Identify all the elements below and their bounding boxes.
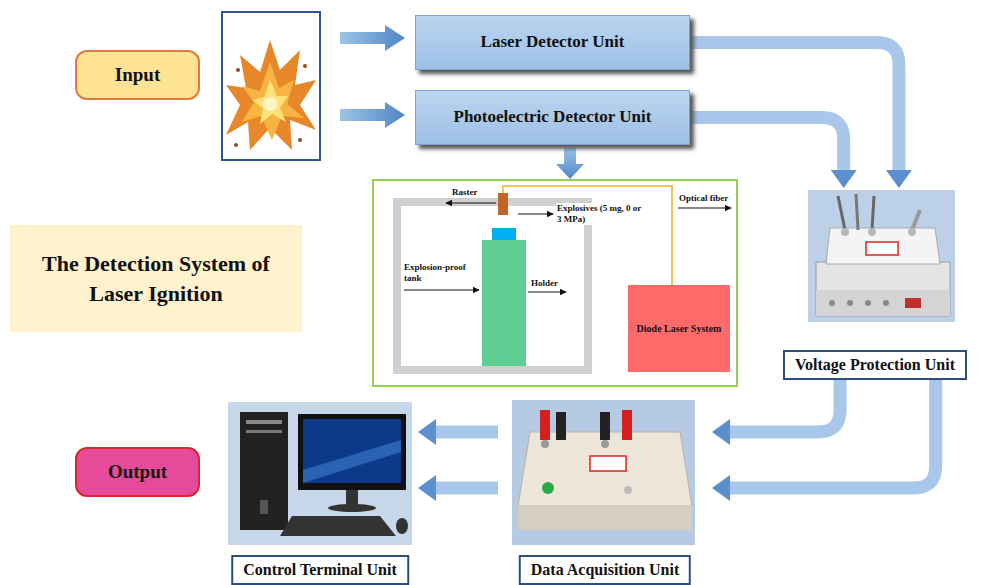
title-text: The Detection System of Laser Ignition: [41, 249, 271, 309]
computer-photo: [228, 402, 412, 545]
part-label: Raster: [452, 187, 478, 198]
arrow-body: [434, 482, 498, 495]
box-text: Diode Laser System: [637, 323, 722, 335]
flow-arrow: [690, 118, 857, 189]
arrow-head: [886, 170, 912, 188]
unit-photo-node: Data Acquisition Unit: [498, 398, 712, 585]
arrow-head: [712, 475, 730, 501]
unit-label: Control Terminal Unit: [231, 555, 409, 585]
part-label: Explosives (5 mg, 0 or 3 MPa): [556, 203, 648, 225]
unit-label-text: Voltage Protection Unit: [795, 354, 955, 376]
explosion-picture: [222, 12, 320, 160]
arrow-head: [418, 475, 436, 501]
arrow-body: [434, 426, 498, 439]
flow-arrow: [690, 43, 912, 189]
arrow-body: [690, 43, 899, 173]
arrow-head: [831, 170, 857, 188]
arrow-body: [728, 380, 936, 488]
part-label: Optical fiber: [679, 193, 728, 204]
box-text: Output: [108, 461, 167, 484]
arrow-body: [690, 118, 844, 173]
data-acquisition-photo: [512, 400, 695, 545]
arrow-head: [418, 419, 436, 445]
part-label: Explosion-proof tank: [404, 262, 480, 284]
unit-box: Laser Detector Unit: [415, 15, 690, 70]
unit-label: Data Acquisition Unit: [519, 555, 691, 585]
unit-photo-node: Voltage Protection Unit: [783, 188, 967, 380]
part-label: Holder: [531, 278, 558, 289]
arrow-body: [728, 380, 840, 432]
flow-arrow: [712, 380, 840, 445]
arrow-head: [712, 419, 730, 445]
unit-box: Photoelectric Detector Unit: [415, 90, 690, 145]
unit-label-text: Control Terminal Unit: [243, 559, 397, 581]
title-box: The Detection System of Laser Ignition: [10, 225, 302, 332]
flow-arrow: [712, 380, 936, 501]
box-text: Input: [115, 64, 160, 87]
setup-schematic: [373, 180, 737, 386]
io-box: Output: [75, 447, 200, 497]
voltage-protection-photo: [808, 190, 955, 322]
flow-arrow: [418, 475, 498, 501]
box-text: Photoelectric Detector Unit: [454, 107, 652, 127]
io-box: Input: [75, 50, 200, 100]
unit-label: Voltage Protection Unit: [783, 350, 967, 380]
box-text: Laser Detector Unit: [481, 32, 625, 52]
unit-photo-node: Control Terminal Unit: [222, 398, 418, 585]
laser-box: Diode Laser System: [628, 285, 730, 372]
unit-label-text: Data Acquisition Unit: [531, 559, 679, 581]
flow-arrow: [418, 419, 498, 445]
